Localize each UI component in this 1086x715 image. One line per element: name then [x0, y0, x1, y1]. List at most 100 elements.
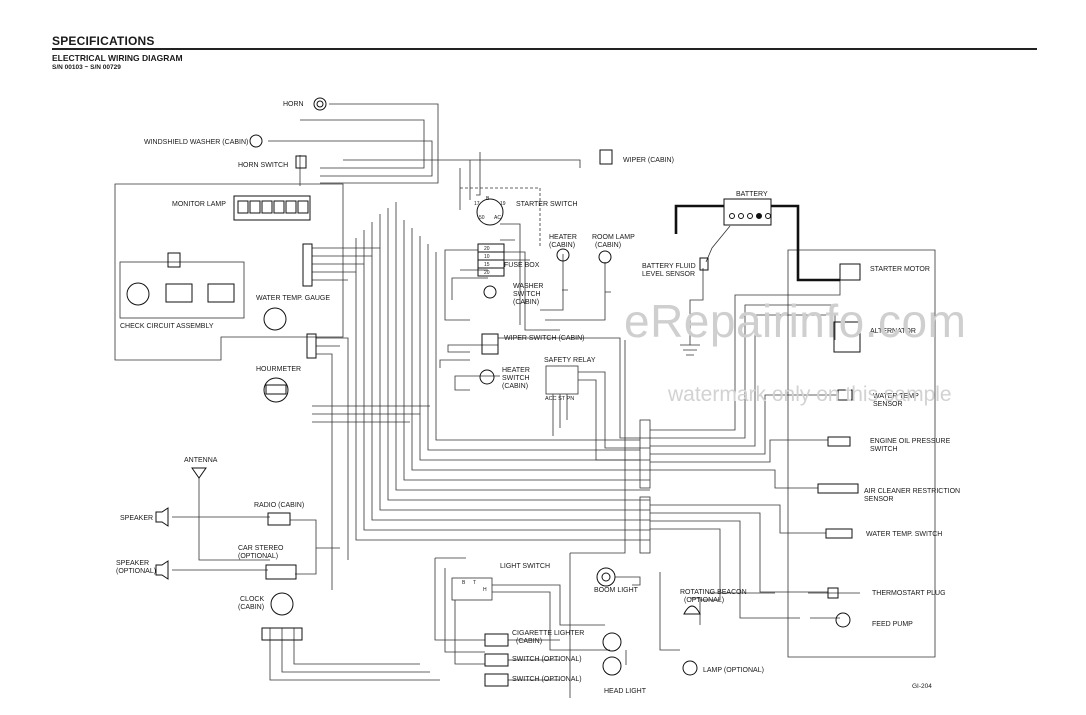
car-stereo-icon: [265, 564, 297, 580]
term-19: 19: [500, 201, 506, 207]
engine-harness-outline: [787, 249, 936, 658]
cigarette-lighter-icon: [484, 633, 509, 647]
label-room-lamp-cabin: (CABIN): [595, 242, 621, 249]
horn-switch-icon: [295, 155, 307, 169]
water-temp-gauge-icon: [263, 307, 287, 331]
label-heater-switch-2: SWITCH: [502, 375, 530, 382]
label-car-stereo-2: (OPTIONAL): [238, 553, 278, 560]
connector-column-b: [639, 496, 651, 554]
diagram-title: ELECTRICAL WIRING DIAGRAM: [52, 53, 183, 63]
term-fuse-20: 20: [484, 246, 490, 252]
oil-pressure-switch-icon: [827, 436, 851, 447]
lamp-optional-icon: [682, 660, 698, 676]
label-head-light: HEAD LIGHT: [604, 688, 647, 695]
label-safety-relay: SAFETY RELAY: [544, 357, 596, 364]
room-lamp-icon: [598, 250, 612, 264]
wiper-switch-icon: [481, 333, 499, 355]
check-circuit-connector-icon: [167, 252, 181, 268]
label-light-switch: LIGHT SWITCH: [500, 563, 550, 570]
label-water-temp-switch: WATER TEMP. SWITCH: [866, 531, 942, 538]
antenna-icon: [191, 467, 207, 479]
label-acc-st-pn: ACC ST PN: [545, 396, 574, 402]
label-horn-switch: HORN SWITCH: [238, 162, 288, 169]
label-water-temp-sensor-1: WATER TEMP: [873, 393, 919, 400]
water-temp-sensor-icon: [837, 389, 853, 401]
label-horn: HORN: [283, 101, 304, 108]
label-speaker-optional-2: (OPTIONAL): [116, 568, 156, 575]
term-b: B: [486, 196, 490, 202]
label-speaker-optional-1: SPEAKER: [116, 560, 149, 567]
label-battery-fluid-2: LEVEL SENSOR: [642, 271, 695, 278]
label-alternator: ALTERNATOR: [870, 328, 916, 335]
thermostart-plug-icon: [827, 587, 839, 599]
label-air-cleaner-2: SENSOR: [864, 496, 894, 503]
label-room-lamp: ROOM LAMP: [592, 234, 635, 241]
serial-range: S/N 00103 ~ S/N 00729: [52, 64, 121, 71]
label-water-temp-sensor-2: SENSOR: [873, 401, 903, 408]
label-starter-motor: STARTER MOTOR: [870, 266, 930, 273]
label-water-temp-gauge: WATER TEMP. GAUGE: [256, 295, 330, 302]
term-ls-b: B: [462, 580, 466, 586]
battery-fluid-sensor-icon: [699, 257, 709, 271]
label-heater-switch-1: HEATER: [502, 367, 530, 374]
term-fuse-20b: 20: [484, 270, 490, 276]
label-rotating-beacon-2: (OPTIONAL): [684, 597, 724, 604]
label-oil-pressure-2: SWITCH: [870, 446, 898, 453]
rotating-beacon-icon: [683, 605, 701, 615]
label-washer-switch-3: (CABIN): [513, 299, 539, 306]
starter-region-outline: [460, 187, 541, 248]
header-rule: [52, 48, 1037, 50]
label-fuse-box: FUSE BOX: [504, 262, 540, 269]
radio-icon: [267, 512, 291, 526]
label-heater-cabin: (CABIN): [549, 242, 575, 249]
battery-negative-cable: [771, 204, 840, 282]
check-lamp-icon: [126, 282, 150, 306]
monitor-lamp-icon: [233, 195, 311, 221]
page-number: GI-204: [912, 683, 932, 690]
gauge-connector-icon: [306, 333, 317, 359]
connector-column-a: [639, 419, 651, 489]
label-wiper-switch: WIPER SWITCH (CABIN): [504, 335, 585, 342]
washer-switch-icon: [483, 285, 497, 299]
starter-switch-icon: [476, 198, 504, 226]
watermark-note: watermark only on this sample: [668, 383, 952, 406]
starter-motor-icon: [839, 263, 861, 281]
switch-optional-b-icon: [484, 673, 509, 687]
speaker-optional-icon: [155, 560, 169, 580]
heater-icon: [556, 248, 570, 262]
label-oil-pressure-1: ENGINE OIL PRESSURE: [870, 438, 951, 445]
term-50: 50: [479, 215, 485, 221]
term-17: 17: [474, 201, 480, 207]
lower-harness-line: [569, 340, 626, 698]
horn-icon: [313, 97, 327, 111]
clock-icon: [270, 592, 294, 616]
heater-switch-icon: [479, 369, 495, 385]
label-wiper: WIPER (CABIN): [623, 157, 674, 164]
label-windshield-washer: WINDSHIELD WASHER (CABIN): [144, 139, 248, 146]
label-switch-optional-2: SWITCH (OPTIONAL): [512, 676, 582, 683]
label-starter-switch: STARTER SWITCH: [516, 201, 578, 208]
label-air-cleaner-1: AIR CLEANER RESTRICTION: [864, 488, 960, 495]
wiper-motor-icon: [599, 149, 613, 165]
term-fuse-15: 15: [484, 262, 490, 268]
label-heater-switch-3: (CABIN): [502, 383, 528, 390]
label-antenna: ANTENNA: [184, 457, 218, 464]
label-rotating-beacon-1: ROTATING BEACON: [680, 589, 747, 596]
air-cleaner-sensor-icon: [817, 483, 859, 494]
safety-relay-box: [545, 365, 579, 395]
label-boom-light: BOOM LIGHT: [594, 587, 639, 594]
label-cigarette-1: CIGARETTE LIGHTER: [512, 630, 584, 637]
washer-motor-icon: [249, 134, 263, 148]
term-ls-t: T: [473, 580, 476, 586]
switch-optional-a-icon: [484, 653, 509, 667]
label-washer-switch-1: WASHER: [513, 283, 543, 290]
term-ac: AC: [494, 215, 501, 221]
head-light-b-icon: [602, 656, 622, 676]
light-switch-block: [451, 577, 493, 601]
feed-pump-icon: [835, 612, 851, 628]
label-clock-2: (CABIN): [238, 604, 264, 611]
alternator-icon: [833, 321, 861, 353]
hourmeter-icon: [263, 377, 289, 403]
head-light-a-icon: [602, 632, 622, 652]
